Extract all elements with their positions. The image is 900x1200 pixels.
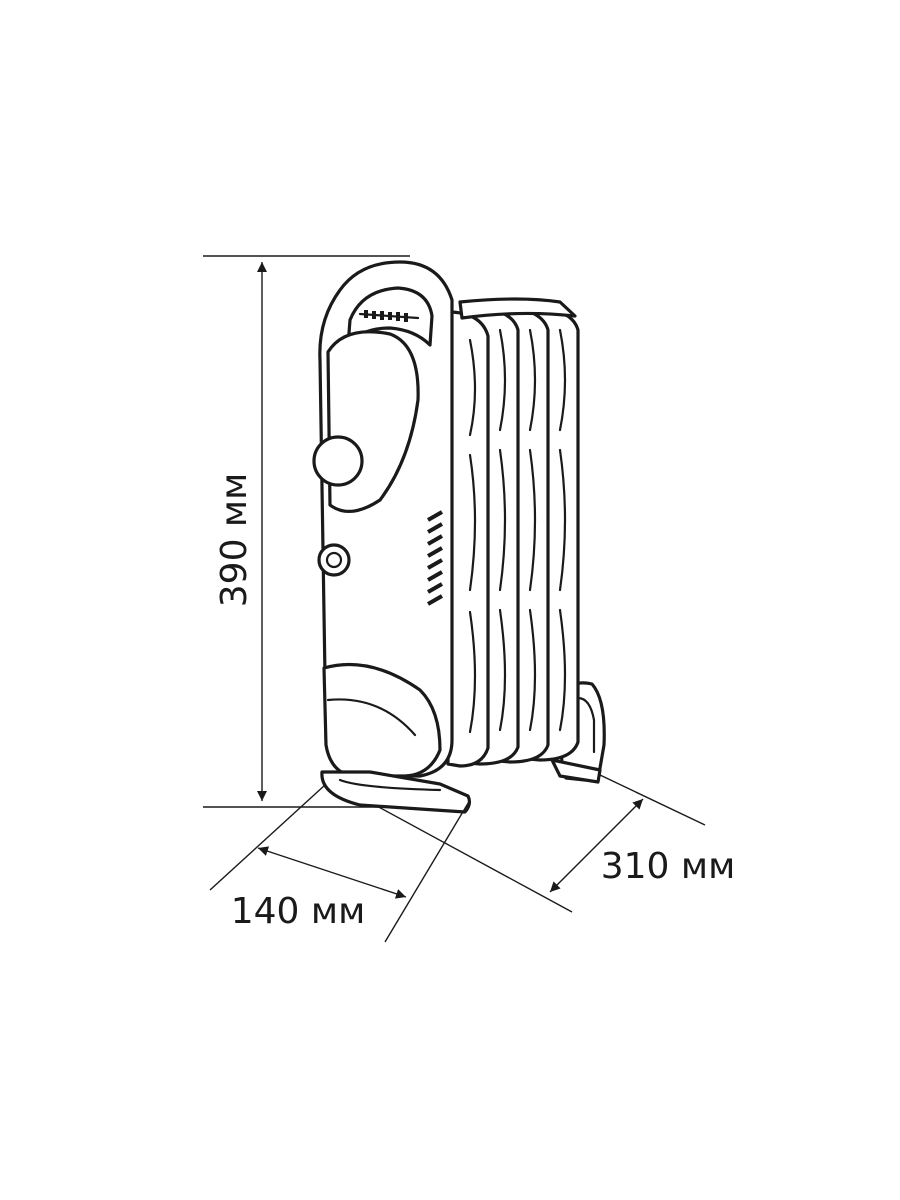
- oil-radiator-heater-icon: [312, 260, 606, 814]
- width-extension-left: [209, 784, 326, 891]
- depth-dimension-line: [549, 798, 644, 893]
- height-label: 390 мм: [214, 473, 255, 607]
- power-indicator: [317, 543, 351, 577]
- depth-extension-front: [374, 804, 573, 913]
- height-dimension: 390 мм: [203, 255, 410, 808]
- front-foot: [320, 770, 472, 814]
- width-extension-right: [384, 799, 471, 943]
- width-label: 140 мм: [231, 891, 365, 932]
- depth-label: 310 мм: [601, 846, 735, 887]
- side-vents: [427, 510, 443, 606]
- depth-extension-back: [599, 774, 706, 826]
- width-dimension: 140 мм: [209, 784, 471, 943]
- thermostat-knob: [312, 435, 364, 487]
- front-housing: [312, 260, 454, 778]
- width-dimension-line: [257, 846, 407, 899]
- depth-dimension: 310 мм: [374, 774, 735, 913]
- radiator-fins: [446, 297, 580, 768]
